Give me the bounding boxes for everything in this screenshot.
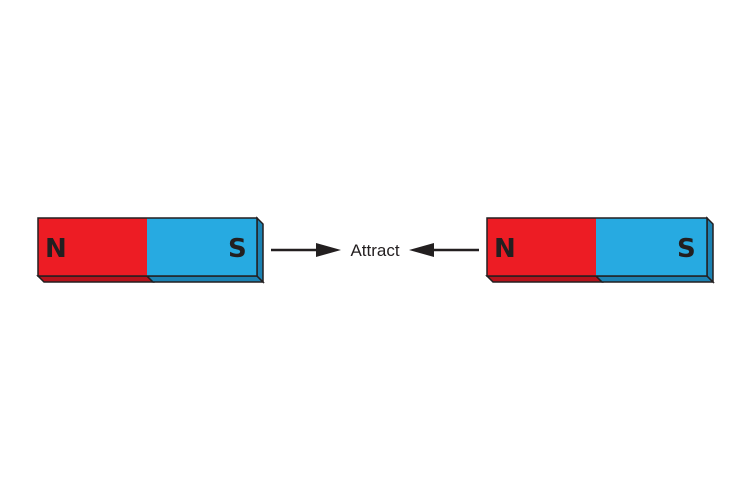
- right-magnet-north-pole: [487, 218, 596, 276]
- left-magnet-south-pole: [147, 218, 257, 276]
- left-magnet-north-label: N: [45, 234, 67, 264]
- right-magnet-end-face: [706, 216, 714, 284]
- right-magnet-south-label: S: [677, 234, 696, 264]
- attract-caption: Attract: [350, 241, 399, 260]
- left-magnet-end-face: [256, 216, 264, 284]
- attract-arrow-left: [409, 243, 479, 257]
- right-magnet-south-bottom-face: [594, 275, 715, 283]
- right-magnet-north-label: N: [494, 234, 516, 264]
- left-magnet-outline: [37, 217, 258, 277]
- right-magnet-north-bottom-face: [485, 275, 604, 283]
- right-magnet-south-pole: [596, 218, 707, 276]
- right-magnet: N S: [485, 216, 715, 284]
- left-magnet-south-bottom-face: [145, 275, 265, 283]
- left-magnet: N S: [36, 216, 265, 284]
- right-magnet-outline: [486, 217, 708, 277]
- attract-arrow-right: [271, 243, 341, 257]
- left-magnet-north-pole: [38, 218, 147, 276]
- left-magnet-south-label: S: [228, 234, 247, 264]
- left-magnet-north-bottom-face: [36, 275, 155, 283]
